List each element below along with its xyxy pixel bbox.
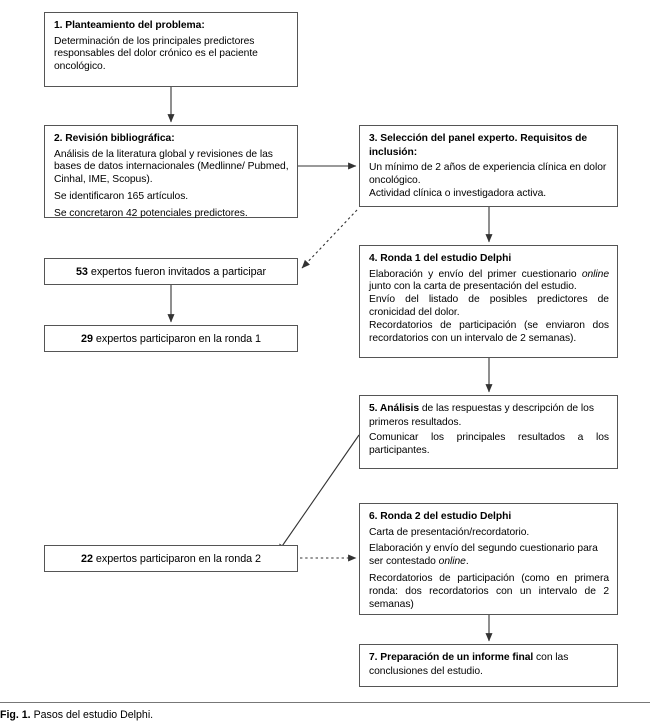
- count-round2-label: expertos participaron en la ronda 2: [95, 552, 262, 565]
- node-6-body-2: Elaboración y envío del segundo cuestion…: [369, 543, 609, 569]
- count-round1-label: expertos participaron en la ronda 1: [95, 332, 262, 345]
- node-4-body-1: Elaboración y envío del primer cuestiona…: [369, 269, 609, 295]
- connector-box3-to-invited: [301, 209, 358, 269]
- figure-caption-text: Pasos del estudio Delphi.: [33, 709, 154, 721]
- count-round2-number: 22: [80, 552, 93, 565]
- figure-caption: Fig. 1. Pasos del estudio Delphi.: [0, 708, 650, 722]
- node-4-body-3: Recordatorios de participación (se envia…: [369, 320, 609, 345]
- flow-node-3-expert-panel-selection: 3. Selección del panel experto. Requisit…: [359, 125, 618, 207]
- caption-divider: [0, 702, 650, 703]
- node-5-title-rest: de las respuestas y descripción de los p…: [369, 403, 594, 428]
- node-6-body-2-emphasis: online: [438, 556, 466, 568]
- node-4-body-1-post: junto con la carta de presentación del e…: [369, 281, 577, 293]
- node-5-body: Comunicar los principales resultados a l…: [369, 432, 609, 456]
- node-6-body-2-post: .: [465, 556, 469, 568]
- flow-node-5-analysis: 5. Análisis de las respuestas y descripc…: [359, 395, 618, 469]
- node-5-title: 5. Análisis de las respuestas y descripc…: [369, 402, 609, 429]
- flow-node-7-final-report: 7. Preparación de un informe final con l…: [359, 644, 618, 687]
- connector-box5-to-round2: [277, 434, 360, 553]
- node-5-title-bold: 5. Análisis: [369, 403, 420, 414]
- count-invited-label: expertos fueron invitados a participar: [90, 265, 267, 278]
- node-2-body-2: Se identificaron 165 artículos.: [54, 191, 189, 203]
- count-node-round1: 29 expertos participaron en la ronda 1: [44, 325, 298, 352]
- node-3-body-1: Un mínimo de 2 años de experiencia clíni…: [369, 162, 607, 186]
- node-3-body-2: Actividad clínica o investigadora activa…: [369, 187, 547, 199]
- node-4-title: 4. Ronda 1 del estudio Delphi: [369, 253, 512, 264]
- count-invited-number: 53: [75, 265, 88, 278]
- count-node-round2: 22 expertos participaron en la ronda 2: [44, 545, 298, 572]
- node-7-title-bold: 7. Preparación de un informe final: [369, 652, 534, 663]
- node-6-body-2-pre: Elaboración y envío del segundo cuestion…: [369, 543, 598, 568]
- node-2-body-3: Se concretaron 42 potenciales predictore…: [54, 208, 248, 220]
- node-7-title: 7. Preparación de un informe final con l…: [369, 651, 609, 678]
- node-2-title: 2. Revisión bibliográfica:: [54, 133, 175, 144]
- node-7-title-rest: con las conclusiones del estudio.: [369, 652, 569, 677]
- node-4-body-2: Envío del listado de posibles predictore…: [369, 294, 609, 319]
- node-2-body-1: Análisis de la literatura global y revis…: [54, 148, 289, 186]
- node-4-body-1-emphasis: online: [581, 268, 609, 280]
- node-6-body-1: Carta de presentación/recordatorio.: [369, 526, 530, 538]
- flow-node-6-delphi-round-2: 6. Ronda 2 del estudio Delphi Carta de p…: [359, 503, 618, 615]
- node-3-title: 3. Selección del panel experto. Requisit…: [369, 133, 588, 158]
- node-6-body-3: Recordatorios de participación (como en …: [369, 573, 609, 611]
- flow-node-1-problem-statement: 1. Planteamiento del problema: Determina…: [44, 12, 298, 87]
- node-1-title: 1. Planteamiento del problema:: [54, 20, 205, 31]
- node-4-body-1-pre: Elaboración y envío del primer cuestiona…: [369, 268, 582, 280]
- node-1-body: Determinación de los principales predict…: [54, 35, 258, 73]
- flow-node-4-delphi-round-1: 4. Ronda 1 del estudio Delphi Elaboració…: [359, 245, 618, 358]
- flow-node-2-literature-review: 2. Revisión bibliográfica: Análisis de l…: [44, 125, 298, 220]
- count-round1-number: 29: [80, 332, 93, 345]
- figure-caption-label: Fig. 1.: [0, 709, 31, 721]
- count-node-invited: 53 expertos fueron invitados a participa…: [44, 258, 298, 285]
- node-6-title: 6. Ronda 2 del estudio Delphi: [369, 511, 512, 522]
